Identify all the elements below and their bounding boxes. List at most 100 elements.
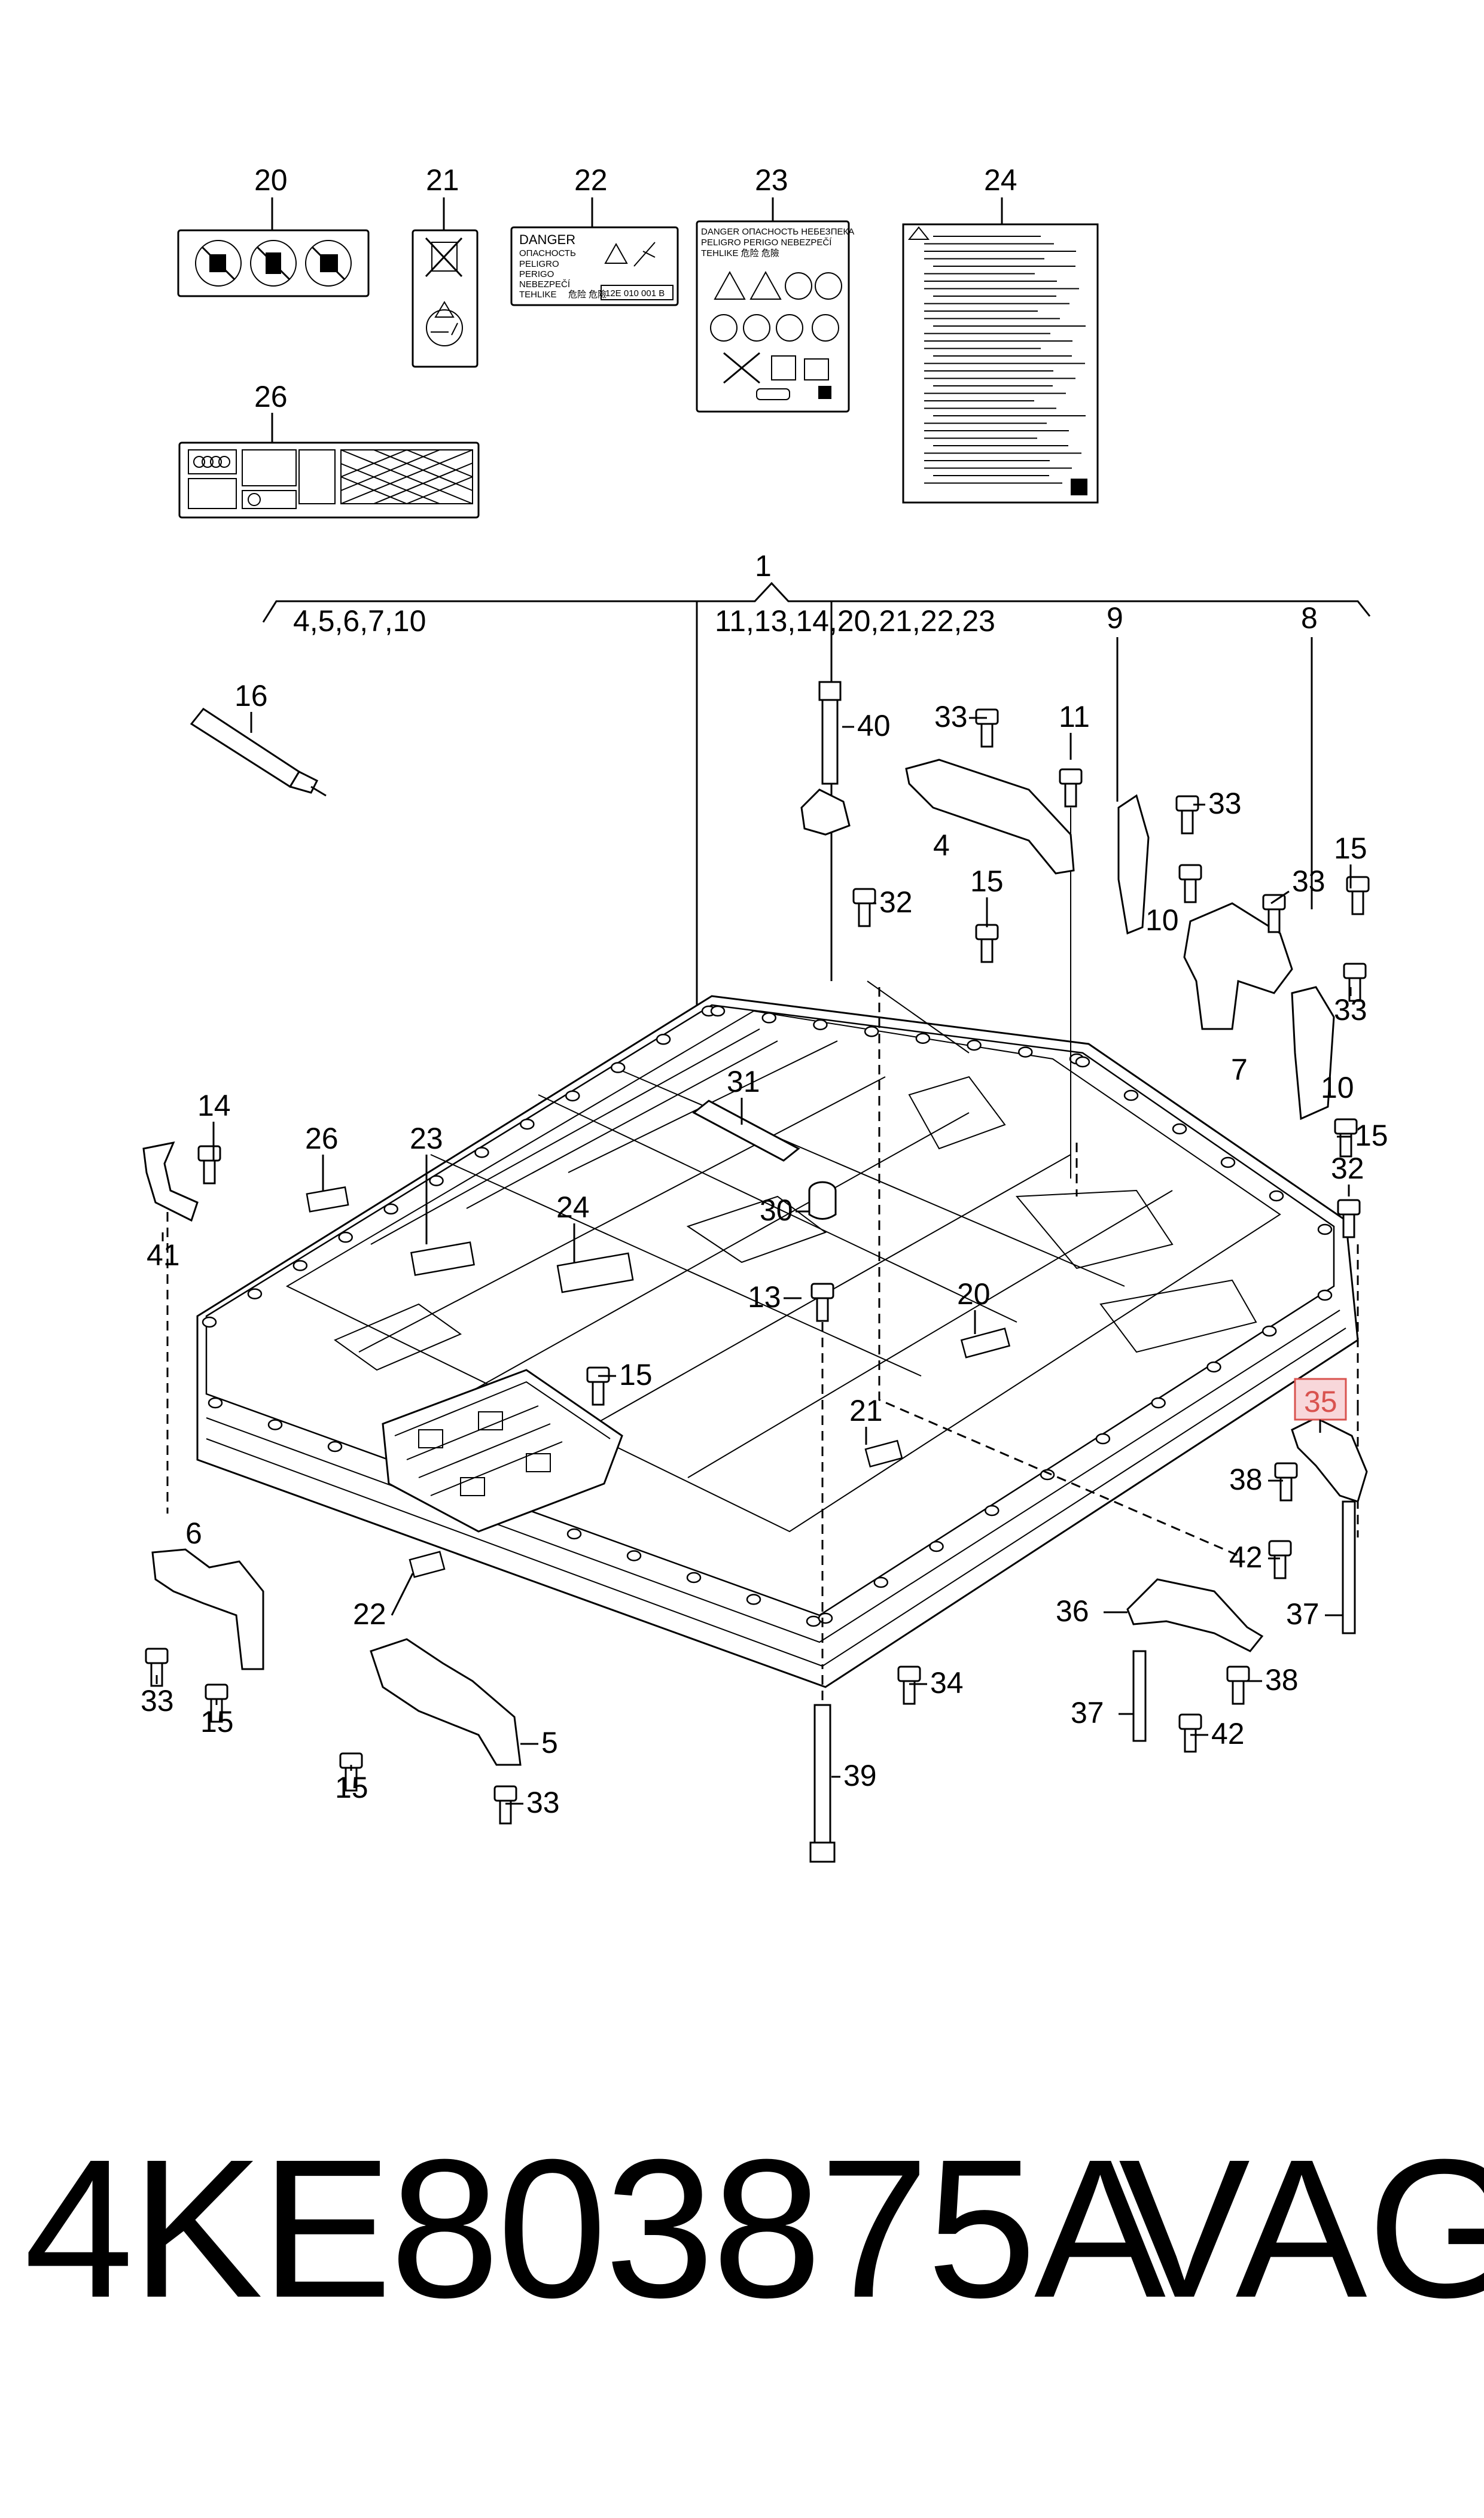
screw-1 (975, 708, 999, 748)
callout-31: 31 (727, 1065, 760, 1098)
label-23-sticker: DANGER ОПАСНОСТЬ НЕБЕЗПЕКА PELIGRO PERIG… (696, 220, 854, 413)
callout-22: 22 (353, 1597, 386, 1631)
callout-15-c: 15 (1355, 1119, 1388, 1152)
callout-22-top: 22 (574, 163, 608, 197)
callout-35: 35 (1304, 1385, 1337, 1418)
callout-15-b: 15 (1334, 832, 1367, 865)
callout-41: 41 (147, 1238, 180, 1272)
screw-7 (1343, 963, 1367, 1002)
callout-1: 1 (755, 549, 772, 583)
part-30-plug (808, 1181, 837, 1220)
screw-2 (1059, 768, 1083, 808)
callout-37-a: 37 (1071, 1696, 1104, 1730)
label-21-sticker (412, 229, 479, 368)
part-36-bracket (1126, 1578, 1264, 1652)
callout-33-d: 33 (1334, 993, 1367, 1027)
part-37-bolt-b (1342, 1500, 1356, 1634)
callout-24: 24 (556, 1191, 590, 1224)
callout-5: 5 (541, 1726, 558, 1759)
callout-37-b: 37 (1286, 1597, 1320, 1631)
screw-12 (810, 1283, 834, 1322)
callout-32-a: 32 (879, 885, 913, 919)
callout-23: 23 (410, 1122, 443, 1155)
callout-42-a: 42 (1211, 1717, 1245, 1750)
screw-18 (493, 1785, 517, 1825)
label-20-sticker (177, 229, 370, 297)
part-9-bracket (1117, 794, 1150, 935)
screw-21 (1178, 1713, 1202, 1753)
screw-13 (586, 1366, 610, 1406)
callout-9: 9 (1107, 601, 1123, 635)
screw-9 (852, 888, 876, 927)
callout-15-a: 15 (970, 864, 1004, 898)
screw-10 (1334, 1118, 1358, 1158)
screw-15 (145, 1648, 169, 1687)
screw-11 (1337, 1199, 1361, 1238)
part-39-bolt (809, 1704, 836, 1863)
svg-text:PELIGRO: PELIGRO (519, 259, 559, 269)
svg-text:12E 010 001 B: 12E 010 001 B (605, 288, 665, 299)
callout-16: 16 (234, 679, 268, 713)
callout-34: 34 (930, 1666, 964, 1700)
callout-26-top: 26 (254, 380, 288, 413)
part-35-bracket (1291, 1417, 1368, 1503)
callout-8: 8 (1301, 601, 1318, 635)
callout-6: 6 (185, 1517, 202, 1550)
battery-housing (196, 995, 1359, 1688)
part-31-strip (692, 1100, 800, 1162)
callout-21-top: 21 (426, 163, 459, 197)
part-16-tube (190, 707, 327, 797)
housing-label-20 (960, 1327, 1011, 1359)
callout-30: 30 (760, 1193, 793, 1227)
callout-26: 26 (305, 1122, 339, 1155)
callout-39: 39 (843, 1759, 877, 1792)
callout-35-highlight-box (1294, 1378, 1347, 1421)
callout-38-a: 38 (1265, 1663, 1299, 1697)
screw-17 (339, 1752, 363, 1792)
svg-text:PERIGO: PERIGO (519, 269, 554, 279)
callout-33-e: 33 (141, 1684, 174, 1718)
callout-33-b: 33 (1208, 787, 1242, 820)
screw-16 (205, 1683, 228, 1723)
callout-20: 20 (957, 1277, 991, 1311)
callout-33-f: 33 (526, 1786, 560, 1819)
housing-label-23 (410, 1241, 475, 1276)
screw-14 (197, 1145, 221, 1185)
part-6-bracket (151, 1548, 264, 1670)
part-4-bracket (905, 759, 1075, 875)
svg-text:危险 危險: 危险 危險 (568, 290, 607, 300)
part-40-bolt (800, 681, 851, 836)
screw-20 (1226, 1666, 1250, 1705)
screw-6 (1346, 876, 1370, 915)
label-26-small (306, 1186, 349, 1213)
housing-label-24 (556, 1252, 634, 1293)
callout-20-top: 20 (254, 163, 288, 197)
callout-33-a: 33 (934, 700, 968, 733)
callout-33-c: 33 (1292, 864, 1325, 898)
callout-40: 40 (857, 709, 891, 742)
part-41-hose (142, 1141, 199, 1222)
svg-text:DANGER: DANGER (519, 232, 575, 247)
callout-13: 13 (748, 1280, 781, 1314)
svg-text:TEHLIKE 危险 危險: TEHLIKE 危险 危險 (701, 248, 779, 258)
svg-text:DANGER ОПАСНОСТЬ НЕБЕЗПЕКА: DANGER ОПАСНОСТЬ НЕБЕЗПЕКА (701, 227, 854, 237)
callout-24-top: 24 (984, 163, 1017, 197)
callout-11: 11 (1059, 700, 1090, 733)
callout-32-b: 32 (1331, 1152, 1364, 1185)
callout-14: 14 (197, 1089, 231, 1122)
svg-text:ОПАСНОСТЬ: ОПАСНОСТЬ (519, 248, 576, 258)
callout-36: 36 (1056, 1594, 1089, 1628)
screw-3 (1175, 795, 1199, 835)
part-number: 4KE803875A (24, 2118, 1166, 2339)
callout-10-a: 10 (1145, 903, 1179, 937)
label-26-plate (178, 442, 480, 519)
brand: VAG (1119, 2118, 1484, 2339)
part-5-bracket (370, 1638, 522, 1766)
callout-7: 7 (1231, 1053, 1248, 1086)
callout-10-b: 10 (1321, 1071, 1354, 1104)
part-7-bracket (1291, 986, 1335, 1121)
screw-23 (1268, 1540, 1292, 1579)
housing-label-22 (409, 1551, 446, 1578)
group-right-label: 11,13,14,20,21,22,23 (715, 604, 995, 638)
